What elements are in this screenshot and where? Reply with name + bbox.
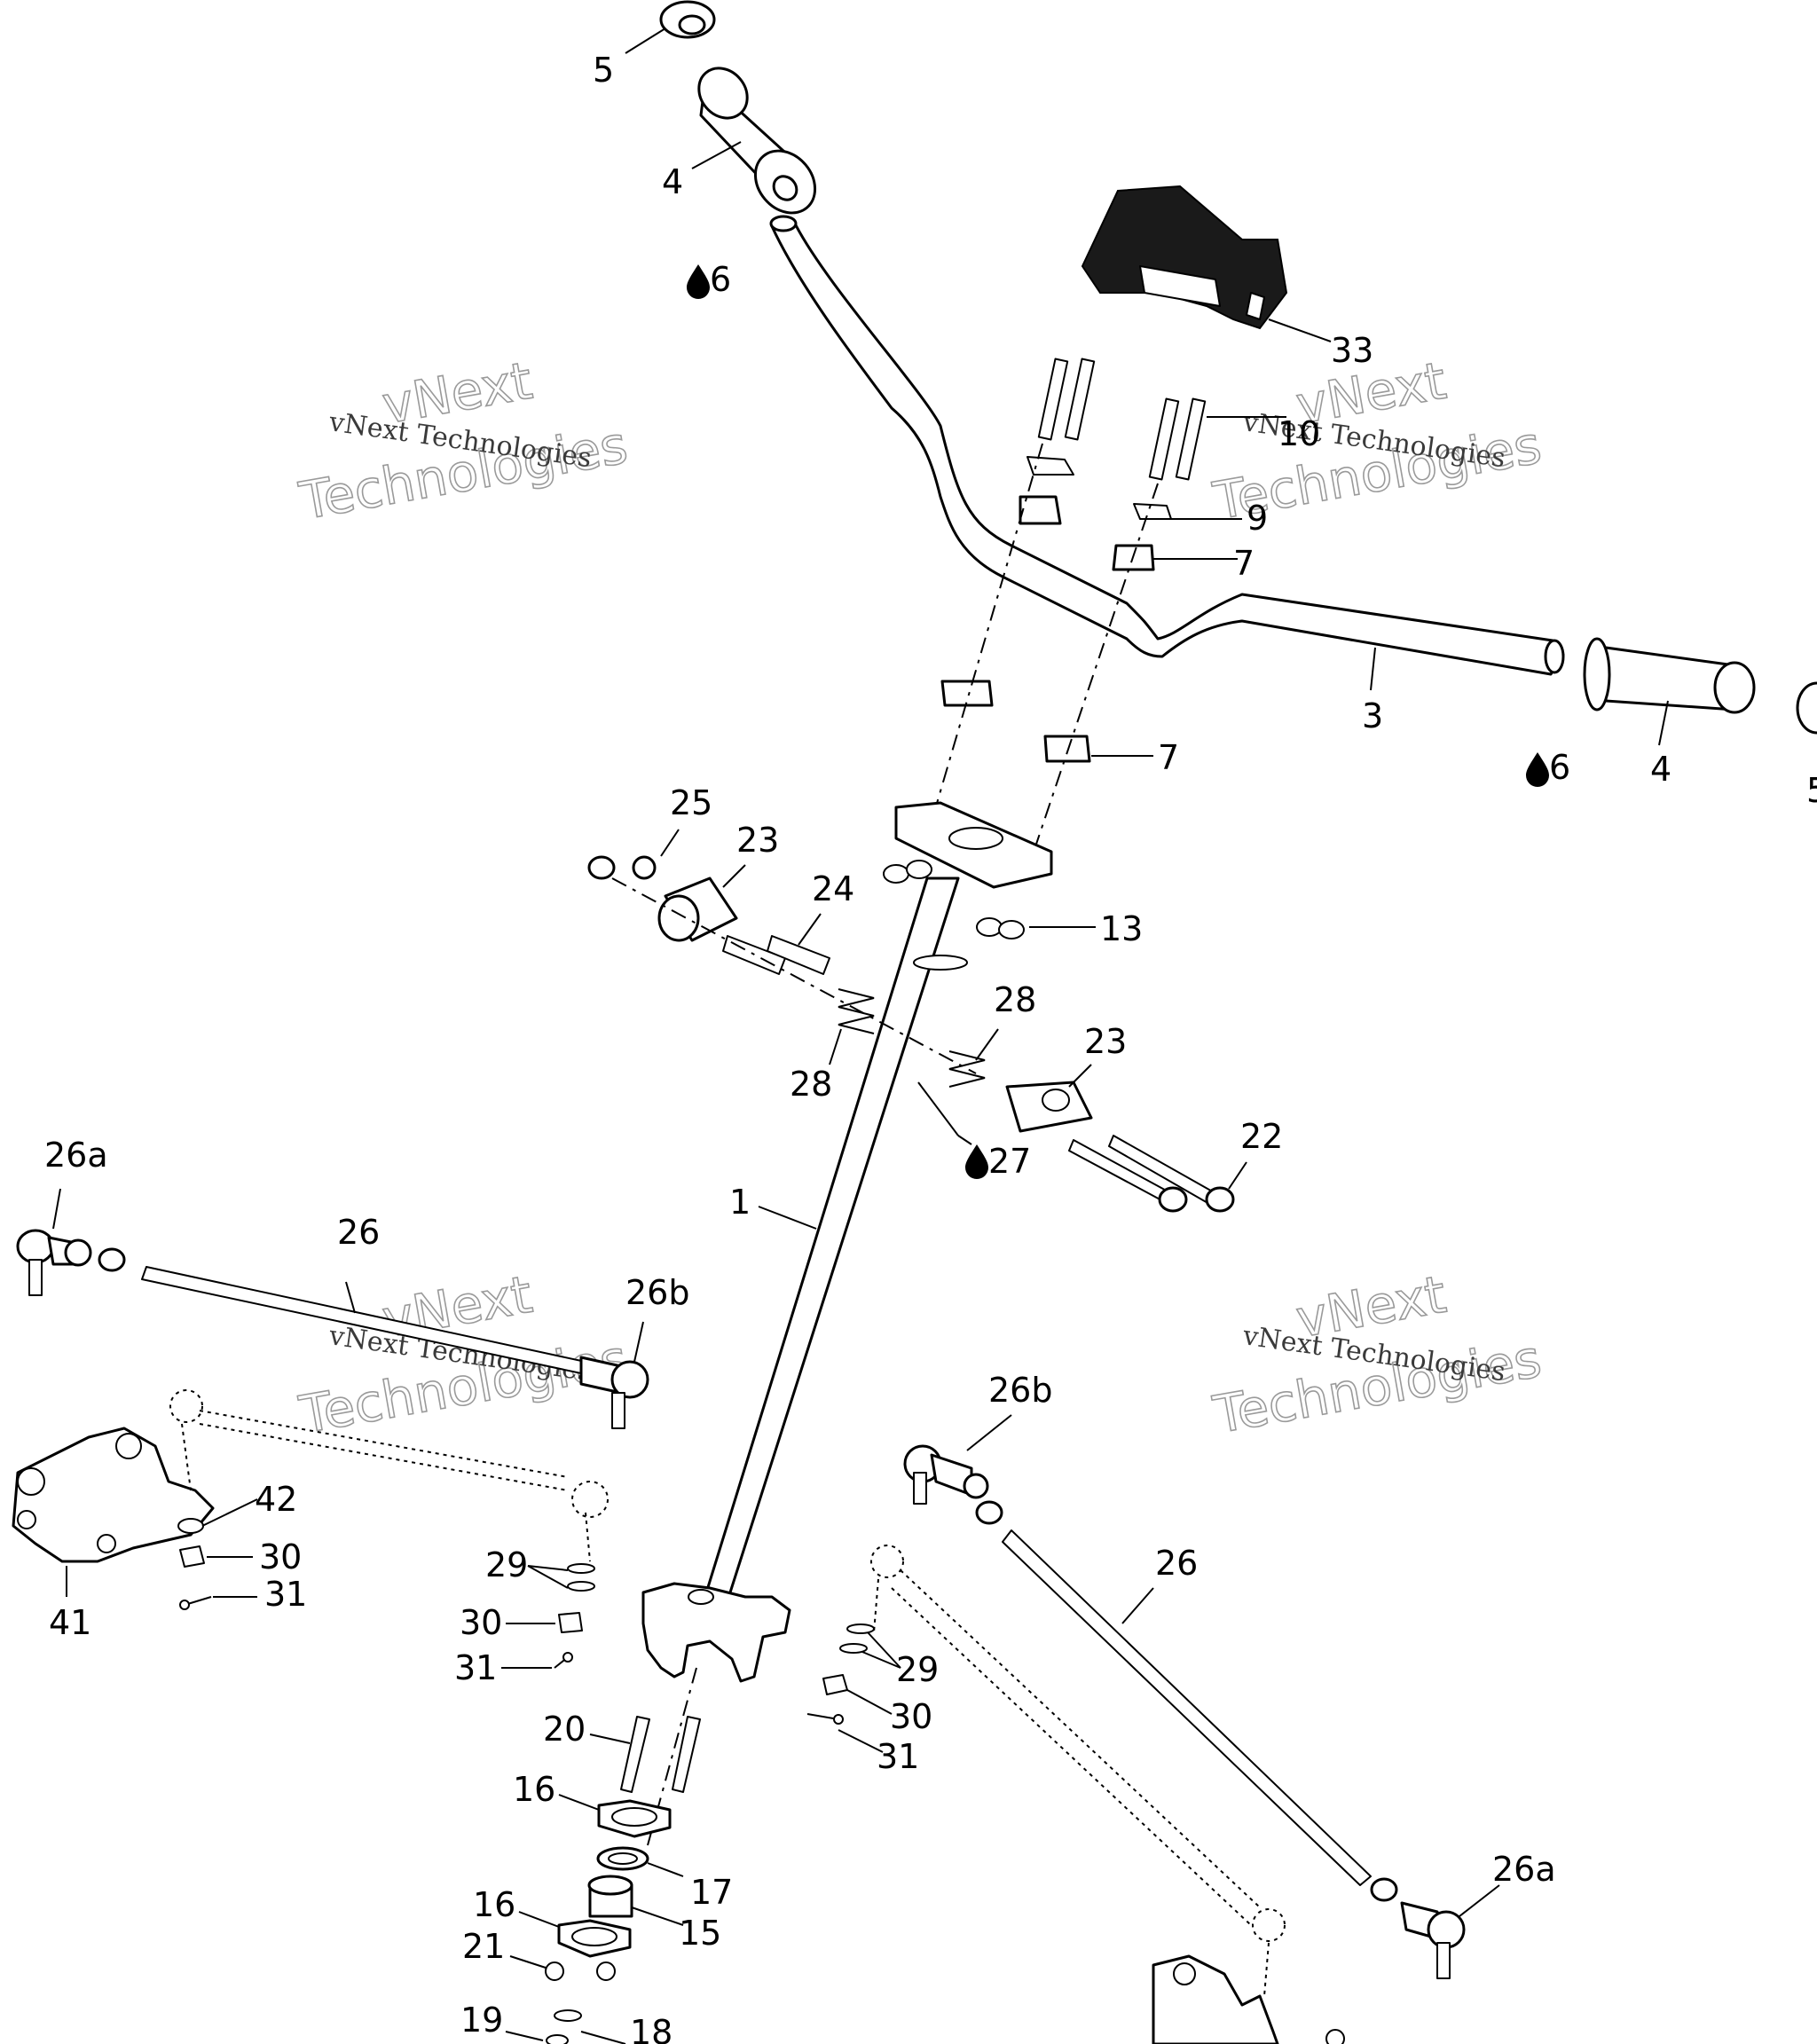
callout-30: 30 [460, 1603, 502, 1642]
callout-1: 1 [729, 1183, 751, 1222]
callout-26b: 26b [625, 1273, 689, 1312]
part-42-washer [177, 1498, 258, 1534]
callout-41: 41 [49, 1603, 91, 1642]
part-4-grip-top [691, 67, 817, 215]
callout-4: 4 [1650, 750, 1671, 789]
callout-7: 7 [1158, 738, 1179, 777]
part-29-washers-mid [527, 1563, 595, 1592]
callout-27: 27 [988, 1142, 1031, 1181]
knuckle-right-partial [1152, 1954, 1345, 2044]
callout-31: 31 [264, 1575, 307, 1614]
callout-21: 21 [462, 1927, 505, 1966]
oil-drop-icon [965, 1144, 988, 1179]
callout-23: 23 [1084, 1022, 1127, 1061]
part-22-bolts [1068, 1135, 1247, 1213]
callout-9: 9 [1247, 499, 1268, 538]
callout-17: 17 [690, 1873, 733, 1912]
callout-19: 19 [460, 2001, 503, 2040]
callout-6: 6 [710, 260, 731, 299]
callout-29: 29 [896, 1650, 939, 1689]
part-13-nuts [883, 860, 1096, 939]
callout-15: 15 [679, 1914, 721, 1953]
part-31-cotter-pin-mid [501, 1652, 573, 1669]
part-23-bushing-lower [1005, 1064, 1093, 1133]
callout-27-lubricant: 27 [965, 1142, 1031, 1181]
part-31-cotter-pin-right [806, 1713, 884, 1753]
part-15-bearing [587, 1875, 684, 1926]
callout-24: 24 [812, 869, 854, 908]
part-7-clamps [940, 495, 1238, 763]
callout-10: 10 [1278, 414, 1320, 453]
part-21-nuts [509, 1955, 616, 1981]
callout-42: 42 [255, 1480, 297, 1519]
steering-arm [641, 1582, 791, 1683]
part-16-bearing-housing-upper [558, 1794, 672, 1838]
tie-rod-assembly-right-dotted [870, 1545, 1286, 1997]
callout-20: 20 [543, 1710, 586, 1749]
part-9-clamp-plate [1026, 456, 1242, 520]
part-26a-ball-joint-right [1370, 1877, 1500, 1979]
part-1-steering-column [699, 877, 968, 1616]
part-25-nut-washer [587, 829, 680, 880]
tie-rod-assembly-left-dotted [169, 1389, 609, 1562]
callout-28: 28 [994, 980, 1036, 1019]
callout-25: 25 [670, 783, 712, 822]
callout-13: 13 [1100, 909, 1143, 948]
callout-30: 30 [259, 1537, 302, 1576]
part-20-bolts [589, 1716, 701, 1793]
part-28-springs [829, 988, 999, 1088]
part-41-knuckle-left [12, 1427, 215, 1597]
part-26b-ball-joint-left [579, 1321, 649, 1429]
part-26-tie-rod-right [975, 1500, 1372, 1886]
callout-18: 18 [630, 2013, 673, 2044]
callout-16: 16 [473, 1885, 515, 1924]
part-5-end-plug-right [1796, 681, 1817, 735]
part-29-washers-right [839, 1623, 901, 1669]
callout-6-lubricant-right: 6 [1526, 748, 1570, 787]
part-30-nut-mid [506, 1612, 583, 1633]
oil-drop-icon [687, 264, 710, 299]
callout-29: 29 [485, 1545, 528, 1584]
part-26b-ball-joint-right [903, 1414, 1012, 1505]
part-16-bearing-housing-lower [518, 1911, 632, 1958]
part-30-nut-right [822, 1674, 893, 1715]
steering-plate [894, 801, 1053, 889]
callout-26: 26 [1155, 1544, 1198, 1583]
part-5-end-plug-top [625, 0, 716, 54]
part-4-grip-right [1583, 637, 1756, 746]
callout-31: 31 [454, 1648, 497, 1687]
callout-26: 26 [337, 1213, 380, 1252]
callout-31: 31 [877, 1737, 919, 1776]
callout-4: 4 [662, 162, 683, 201]
part-23-bushing-upper [657, 864, 746, 942]
callout-5: 5 [1806, 771, 1817, 810]
part-3-handlebar [769, 215, 1565, 691]
callout-16: 16 [513, 1770, 555, 1809]
callout-30: 30 [890, 1697, 932, 1736]
part-33-handlebar-pad [1081, 185, 1332, 342]
callout-6: 6 [1549, 748, 1570, 787]
callout-22: 22 [1240, 1117, 1283, 1156]
callout-3: 3 [1362, 696, 1383, 735]
part-17-seal [596, 1846, 684, 1877]
callout-33: 33 [1331, 331, 1373, 370]
part-19-nut [505, 2031, 544, 2041]
callout-23: 23 [736, 821, 779, 860]
part-31-cotter-pin-left [179, 1596, 257, 1610]
part-24-spacers [722, 913, 830, 975]
callout-5: 5 [593, 51, 614, 90]
callout-28: 28 [790, 1065, 832, 1104]
callout-26a: 26a [1492, 1850, 1556, 1889]
callout-26b: 26b [988, 1371, 1052, 1410]
part-10-bolts [1037, 358, 1286, 481]
part-26a-ball-joint-left [16, 1188, 92, 1296]
part-18-washer [546, 2009, 626, 2044]
callout-26a: 26a [44, 1136, 108, 1175]
callout-6-lubricant: 6 [687, 260, 731, 299]
oil-drop-icon [1526, 752, 1549, 787]
part-30-nut-left [179, 1545, 253, 1568]
callout-7: 7 [1233, 544, 1255, 583]
